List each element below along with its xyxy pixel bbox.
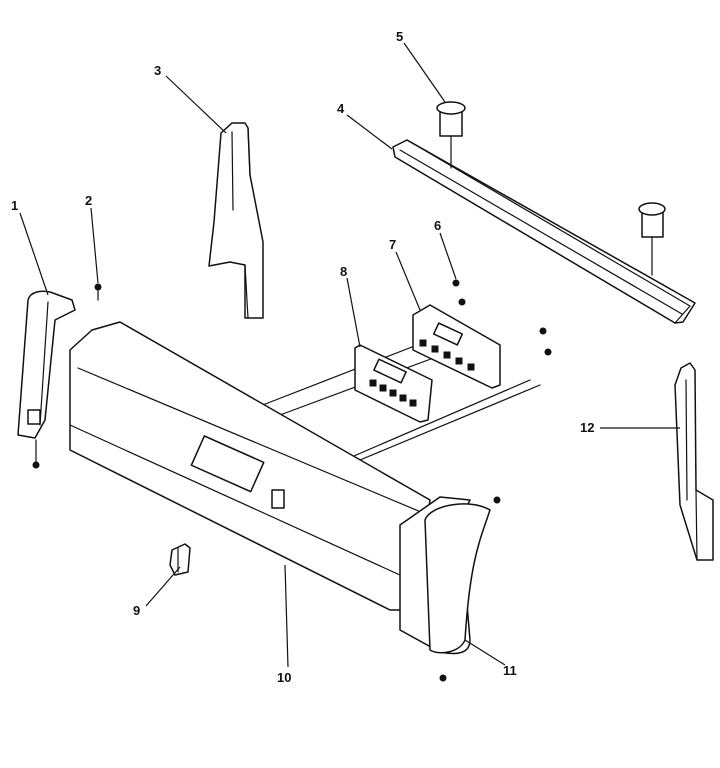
- callout-3: 3: [154, 63, 161, 78]
- callout-7: 7: [389, 237, 396, 252]
- part-screws: [32, 279, 552, 682]
- callout-11: 11: [503, 663, 517, 678]
- callout-12: 12: [580, 420, 594, 435]
- leader-lines: [19, 42, 680, 668]
- callout-8: 8: [340, 264, 347, 279]
- part-vent-cup-left: [436, 101, 466, 169]
- part-switch-clip: [169, 543, 191, 576]
- callout-6: 6: [434, 218, 441, 233]
- part-right-bracket: [674, 362, 714, 561]
- part-top-trim-bar: [392, 139, 696, 324]
- callout-1: 1: [11, 198, 18, 213]
- callout-10: 10: [277, 670, 291, 685]
- callout-4: 4: [337, 101, 345, 116]
- part-vent-cup-right: [638, 202, 666, 276]
- callout-9: 9: [133, 603, 140, 618]
- part-control-module: [412, 304, 501, 389]
- callout-5: 5: [396, 29, 403, 44]
- part-left-end-cap: [17, 290, 76, 463]
- part-backguard-panel: [69, 321, 441, 611]
- callout-2: 2: [85, 193, 92, 208]
- part-left-bracket: [208, 122, 264, 319]
- part-right-end-cap: [399, 496, 491, 655]
- part-control-overlay: [354, 344, 433, 423]
